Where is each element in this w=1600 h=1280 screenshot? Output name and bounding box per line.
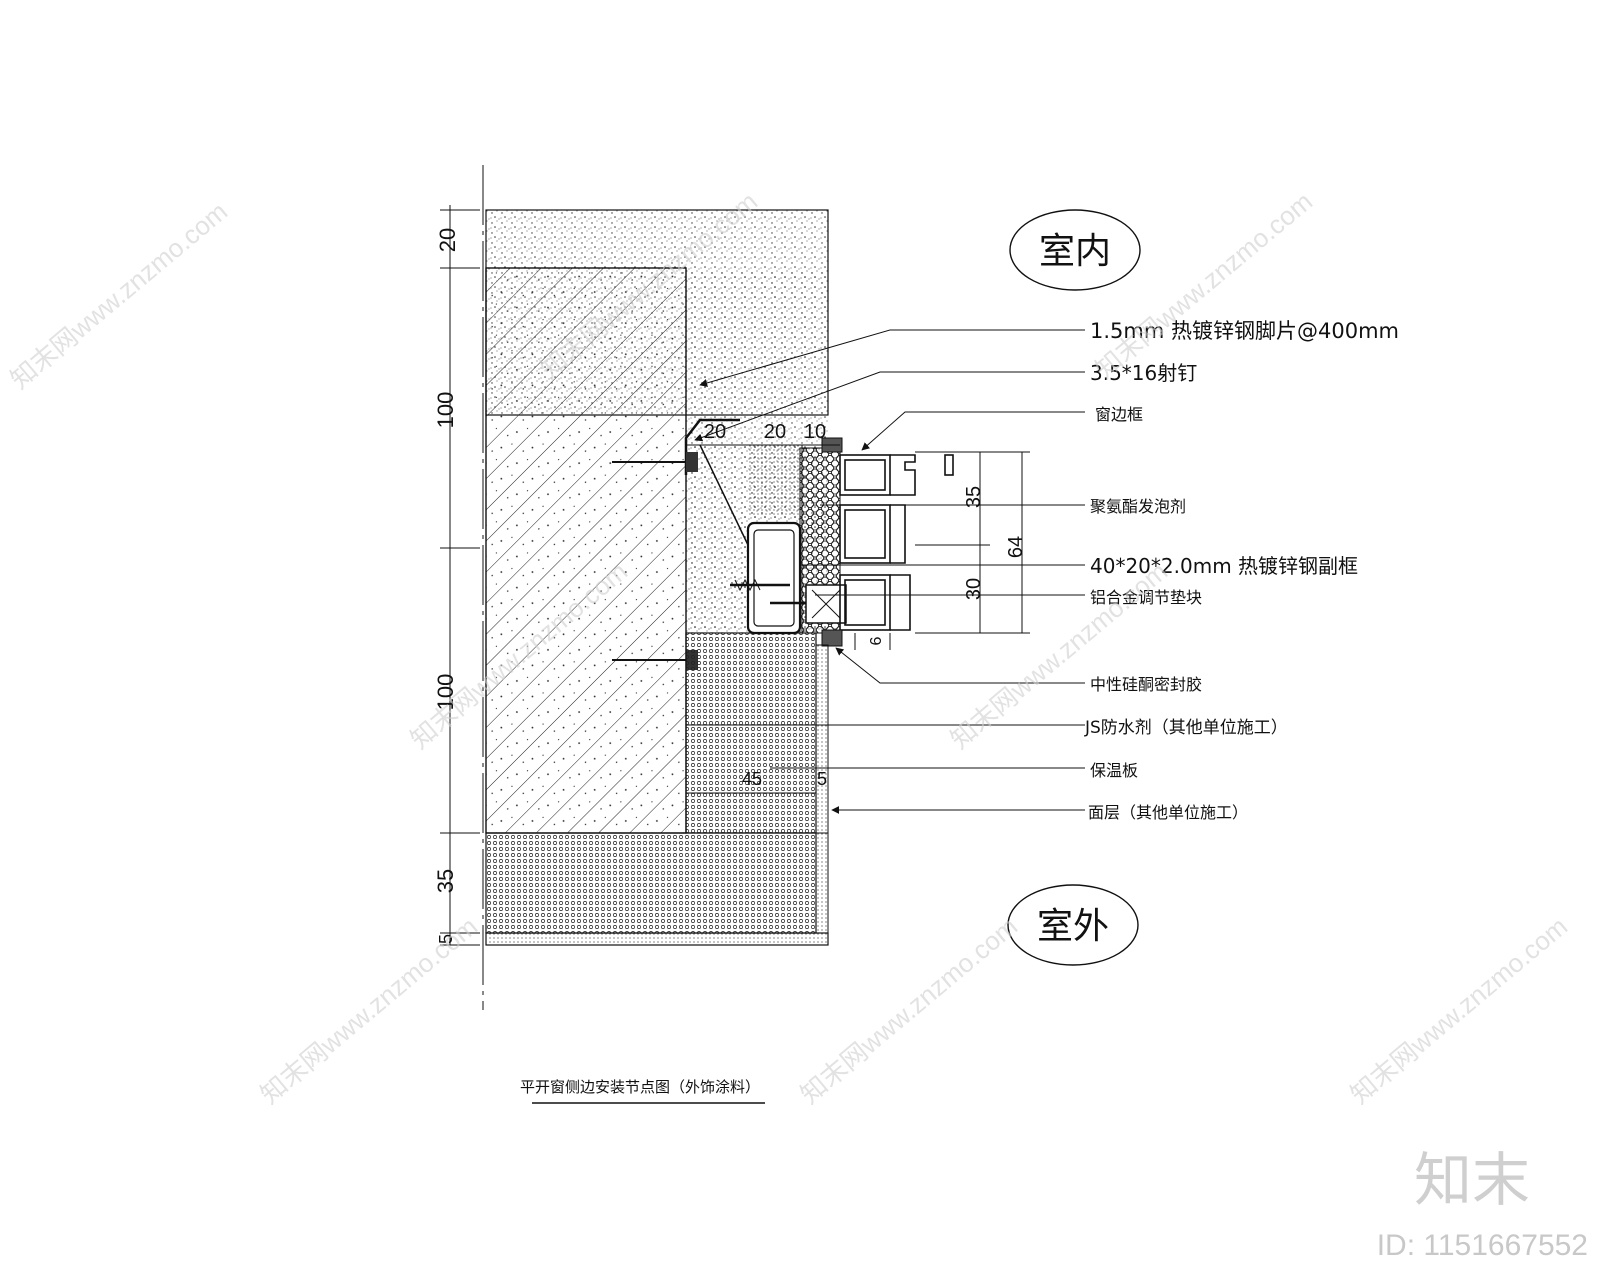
watermark-6: 知末网www.znzmo.com xyxy=(255,911,483,1109)
label-nail: 3.5*16射钉 xyxy=(1090,361,1197,385)
brand-id: ID: 1151667552 xyxy=(1377,1229,1588,1262)
label-window-frame: 窗边框 xyxy=(1095,405,1143,424)
interior-ellipse xyxy=(1009,209,1141,291)
label-finish-layer: 面层（其他单位施工） xyxy=(1088,803,1248,822)
exterior-ellipse xyxy=(1007,884,1139,966)
watermark-8: 知末网www.znzmo.com xyxy=(1345,911,1573,1109)
watermark-3: 知末网www.znzmo.com xyxy=(1090,186,1318,384)
dim-top-20b: 20 xyxy=(764,421,786,443)
dim-finish-5: 5 xyxy=(817,769,827,789)
pu-foam-fill-2 xyxy=(748,445,802,515)
screw-thread-1 xyxy=(734,578,761,592)
exterior-insulation-board xyxy=(485,832,817,934)
finish-layer xyxy=(815,644,829,834)
dim-right-30: 30 xyxy=(963,578,985,600)
label-sub-frame: 40*20*2.0mm 热镀锌钢副框 xyxy=(1090,554,1358,578)
concrete-wall xyxy=(485,267,687,834)
sealant-bottom xyxy=(821,629,843,647)
exterior-label: 室外 xyxy=(1037,906,1109,947)
label-sealant: 中性硅酮密封胶 xyxy=(1090,675,1202,694)
dim-left-35: 35 xyxy=(433,869,458,893)
label-js-waterproof: JS防水剂（其他单位施工） xyxy=(1084,718,1288,738)
right-dimensions xyxy=(854,451,1030,650)
steel-clip-diagonal xyxy=(699,444,749,546)
dim-right-35: 35 xyxy=(963,486,985,508)
watermark-7: 知末网www.znzmo.com xyxy=(795,911,1023,1109)
left-dimensions xyxy=(440,205,480,946)
label-shim-block: 铝合金调节垫块 xyxy=(1090,588,1202,607)
interior-label: 室内 xyxy=(1039,231,1111,272)
dim-left-100-top: 100 xyxy=(433,392,458,429)
dim-top-10: 10 xyxy=(804,421,826,443)
dim-right-64: 64 xyxy=(1005,536,1027,558)
dim-frame-6: 6 xyxy=(868,636,885,645)
leader-lines xyxy=(686,329,1085,814)
dim-left-20: 20 xyxy=(435,228,460,252)
exterior-finish-side xyxy=(815,832,829,934)
brand-logo: 知末 xyxy=(1414,1146,1530,1214)
dim-insul-45: 45 xyxy=(742,769,762,789)
label-insulation: 保温板 xyxy=(1090,761,1138,780)
dim-top-20a: 20 xyxy=(704,421,726,443)
dim-left-5: 5 xyxy=(436,934,456,944)
exterior-finish-layer xyxy=(485,932,829,946)
watermark-1: 知末网www.znzmo.com xyxy=(5,196,233,394)
nail-head-upper xyxy=(686,452,698,472)
label-steel-clip: 1.5mm 热镀锌钢脚片@400mm xyxy=(1090,319,1399,343)
steel-subframe xyxy=(746,521,802,635)
drawing-title: 平开窗侧边安装节点图（外饰涂料） xyxy=(520,1078,760,1096)
window-frame-profile xyxy=(839,454,954,631)
steel-subframe-inner xyxy=(753,529,795,627)
insulation-board xyxy=(685,632,817,834)
label-pu-foam: 聚氨酯发泡剂 xyxy=(1090,497,1186,516)
dim-left-100-bottom: 100 xyxy=(433,674,458,711)
